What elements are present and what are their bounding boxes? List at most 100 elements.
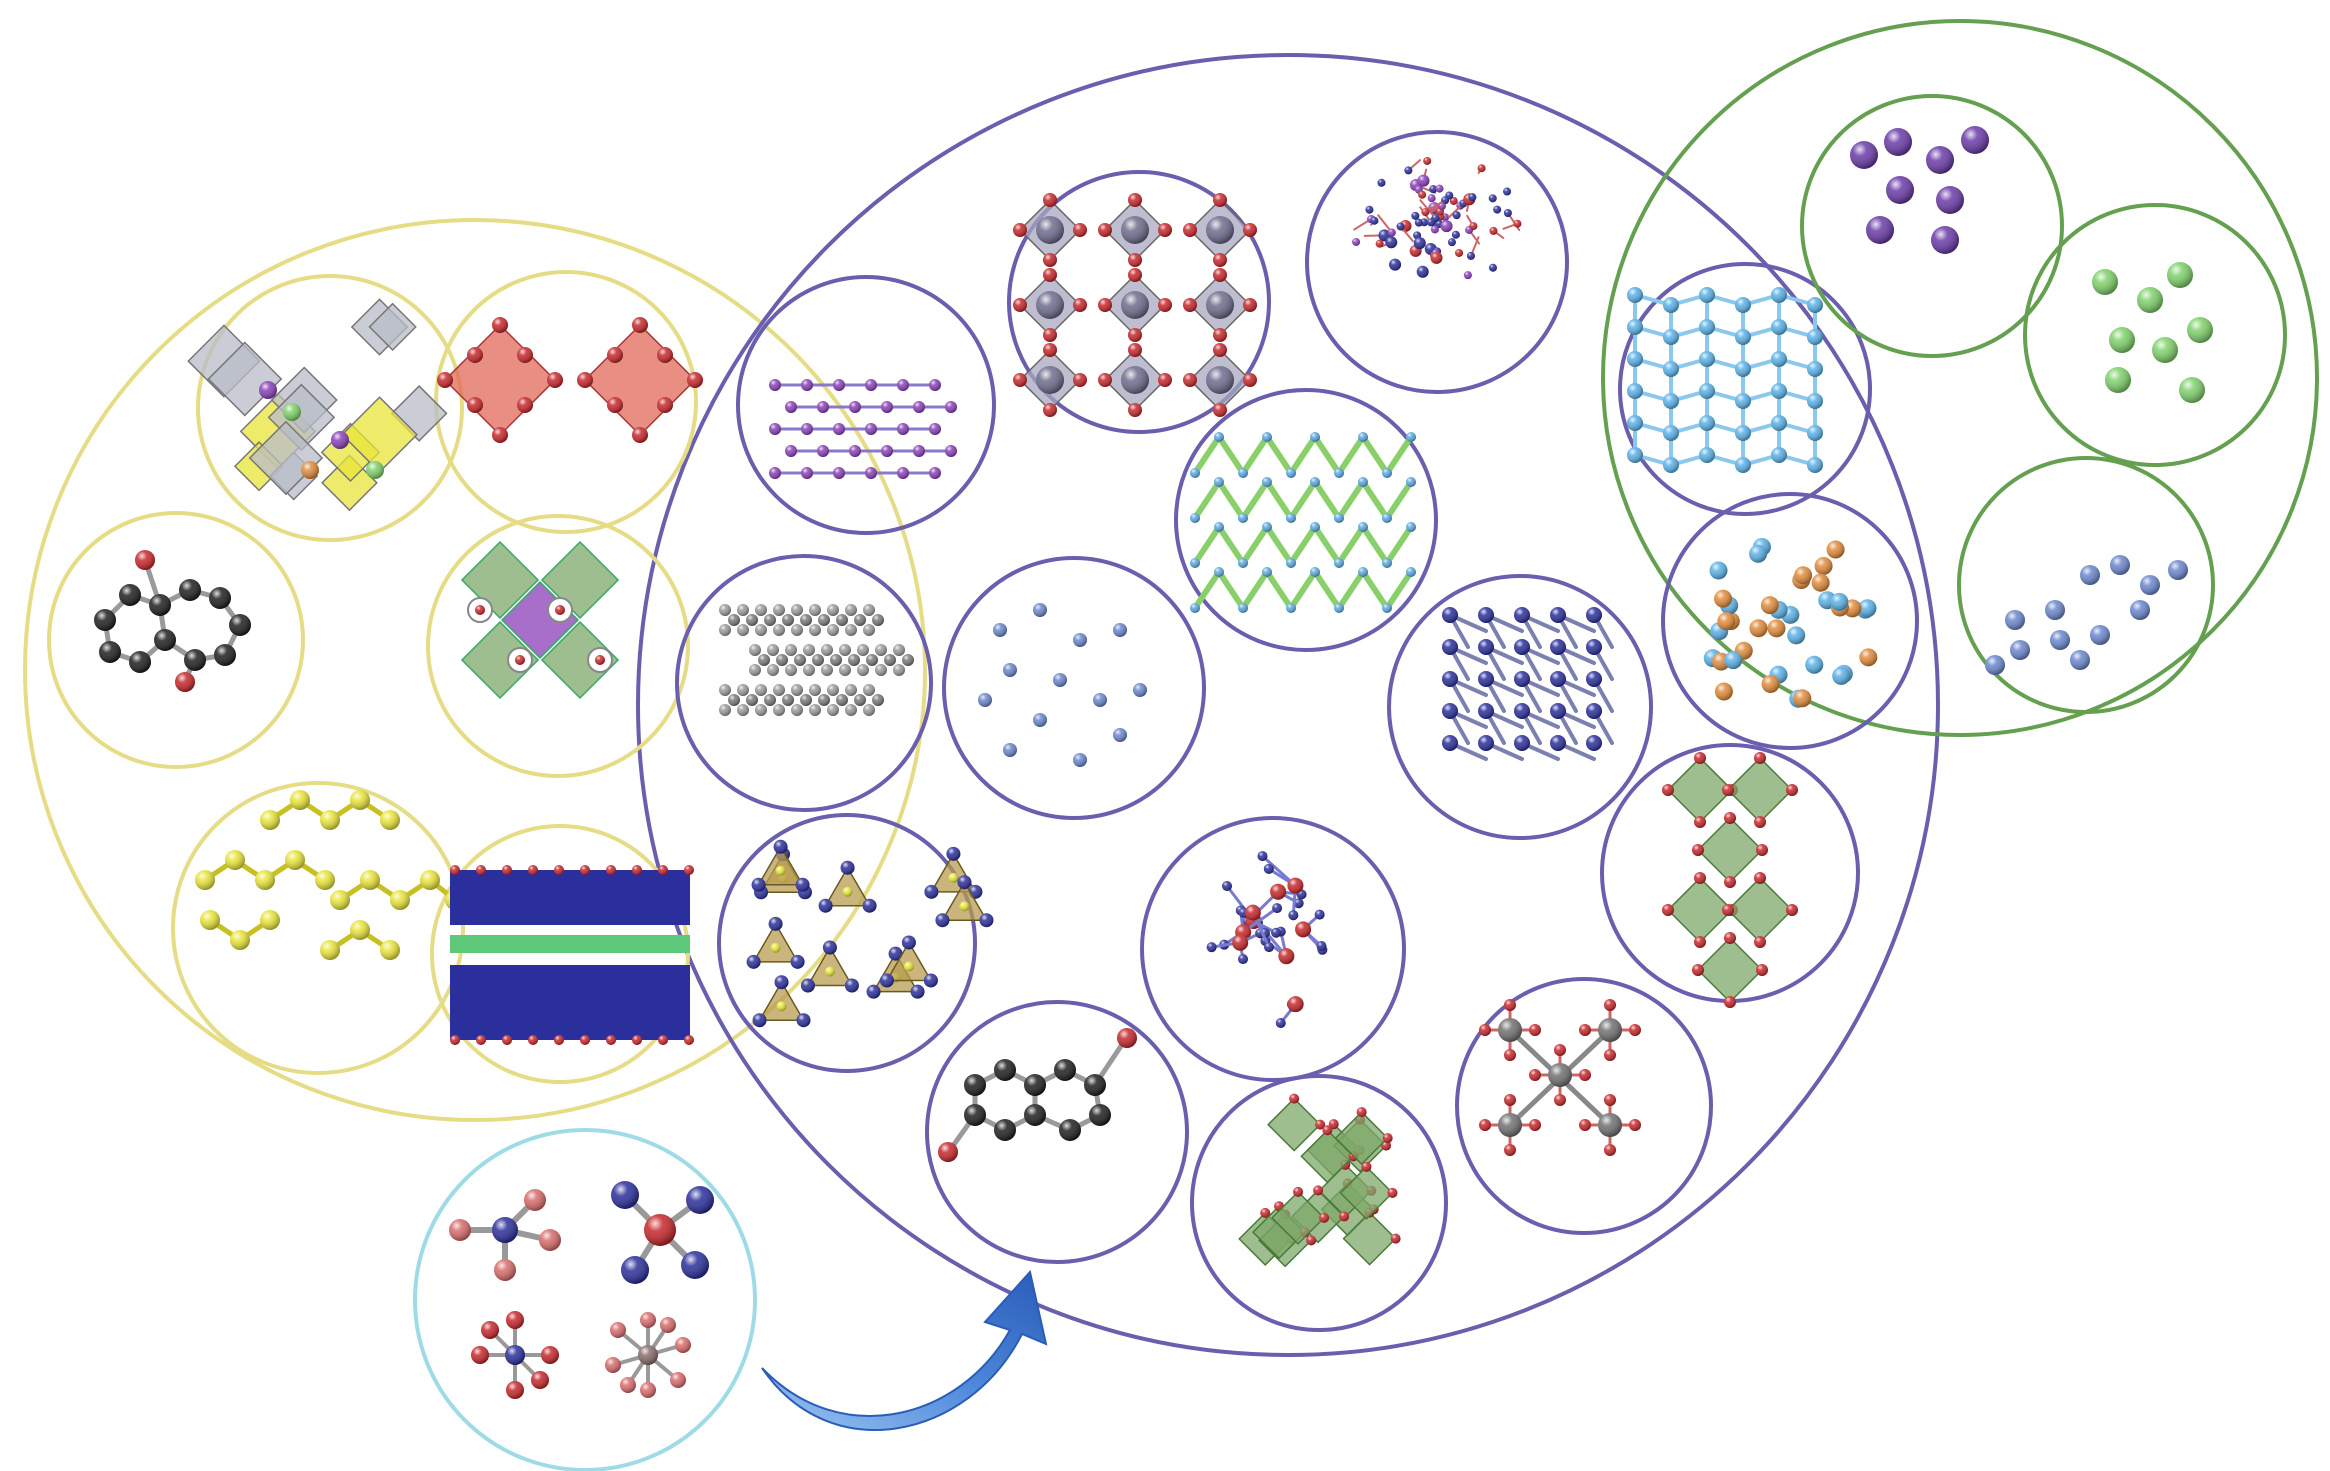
dense-purple-cluster <box>1352 156 1522 280</box>
atom-shade <box>893 664 905 676</box>
atom-shade <box>259 381 277 399</box>
atom-shade <box>755 684 767 696</box>
atom-shade <box>1024 1074 1046 1096</box>
atom-shade <box>1183 373 1197 387</box>
atom-shade <box>1586 703 1602 719</box>
green-group-ring <box>1601 19 2319 737</box>
atom-shade <box>1214 432 1224 442</box>
atom-shade <box>929 423 941 435</box>
atom-shade <box>1604 1144 1616 1156</box>
atom-shade <box>605 1357 621 1373</box>
atom-shade <box>897 423 909 435</box>
atom-shade <box>1426 218 1435 227</box>
bond <box>1264 479 1294 521</box>
atom-shade <box>1886 176 1914 204</box>
atom-shade <box>1128 328 1142 342</box>
atom-shade <box>770 942 781 953</box>
atom-shade <box>1221 881 1232 892</box>
atom-shade <box>1244 904 1261 921</box>
atom-shade <box>640 1382 656 1398</box>
atom-shade <box>901 935 916 950</box>
atom-shade <box>994 1119 1016 1141</box>
atom-shade <box>1043 328 1057 342</box>
atom-shade <box>1214 522 1224 532</box>
atom-shade <box>993 623 1007 637</box>
bond <box>1336 479 1366 521</box>
atom-shade <box>749 664 761 676</box>
atom-shade <box>746 614 758 626</box>
atom-shade <box>632 865 642 875</box>
atom-shade <box>94 609 116 631</box>
atom-shade <box>475 605 485 615</box>
yellow-sub-ring-6 <box>430 824 690 1084</box>
atom-shade <box>833 379 845 391</box>
atom-shade <box>149 594 171 616</box>
atom-shade <box>1430 251 1443 264</box>
atom-shade <box>755 624 767 636</box>
atom-shade <box>1807 457 1823 473</box>
atom-shade <box>845 704 857 716</box>
bond <box>1312 524 1342 566</box>
atom-shade <box>320 940 340 960</box>
polyhedron <box>583 323 697 437</box>
atom-shade <box>119 584 141 606</box>
atom-shade <box>800 614 812 626</box>
atom-shade <box>1073 223 1087 237</box>
atom-shade <box>897 379 909 391</box>
atom-shade <box>929 379 941 391</box>
atom-shade <box>913 401 925 413</box>
polyhedron <box>1267 1097 1322 1152</box>
atom-shade <box>2167 262 2193 288</box>
blue-atoms <box>1985 555 2188 675</box>
atom-shade <box>881 401 893 413</box>
atom-shade <box>1043 343 1057 357</box>
atom-shade <box>854 614 866 626</box>
atom-shade <box>1243 373 1257 387</box>
atom-shade <box>1830 592 1849 611</box>
atom-shade <box>450 865 460 875</box>
atom-shade <box>1735 425 1751 441</box>
atom-shade <box>1771 415 1787 431</box>
atom-shade <box>884 654 896 666</box>
atom-shade <box>836 694 848 706</box>
atom-shade <box>632 1035 642 1045</box>
atom-shade <box>1328 1119 1339 1130</box>
atom-shade <box>1406 477 1416 487</box>
bond <box>1288 434 1318 476</box>
atom-shade <box>184 649 206 671</box>
atom-shade <box>1724 651 1743 670</box>
atom-shade <box>1128 343 1142 357</box>
atom-shade <box>1694 752 1706 764</box>
atom-shade <box>719 684 731 696</box>
atom-shade <box>1059 1119 1081 1141</box>
atom-shade <box>1627 319 1643 335</box>
atom-shade <box>541 1346 559 1364</box>
atom-shade <box>1313 1185 1324 1196</box>
atom-shade <box>350 920 370 940</box>
atom-shade <box>577 372 593 388</box>
atom-shade <box>517 347 533 363</box>
atom-shade <box>1441 196 1450 205</box>
atom-shade <box>764 614 776 626</box>
atom-shade <box>1699 287 1715 303</box>
atom-shade <box>1213 328 1227 342</box>
atom-shade <box>1442 607 1458 623</box>
atom-shade <box>1286 558 1296 568</box>
atom-shade <box>1478 607 1494 623</box>
atom-shade <box>1629 1119 1641 1131</box>
orange-blue-atoms <box>1703 537 1878 708</box>
atom-shade <box>644 1214 676 1246</box>
atom-shade <box>857 644 869 656</box>
atom-shade <box>848 654 860 666</box>
atom-shade <box>768 916 783 931</box>
bond <box>1360 569 1390 611</box>
atom-shade <box>1786 784 1798 796</box>
atom-shade <box>1232 934 1249 951</box>
green-sub-ring-2 <box>2023 203 2287 467</box>
atom-shade <box>1243 223 1257 237</box>
purple-sub-ring-15 <box>1455 977 1713 1235</box>
atom-shade <box>1478 671 1494 687</box>
atom-shade <box>1468 193 1477 202</box>
atom-shade <box>833 423 845 435</box>
atom-shade <box>1214 477 1224 487</box>
